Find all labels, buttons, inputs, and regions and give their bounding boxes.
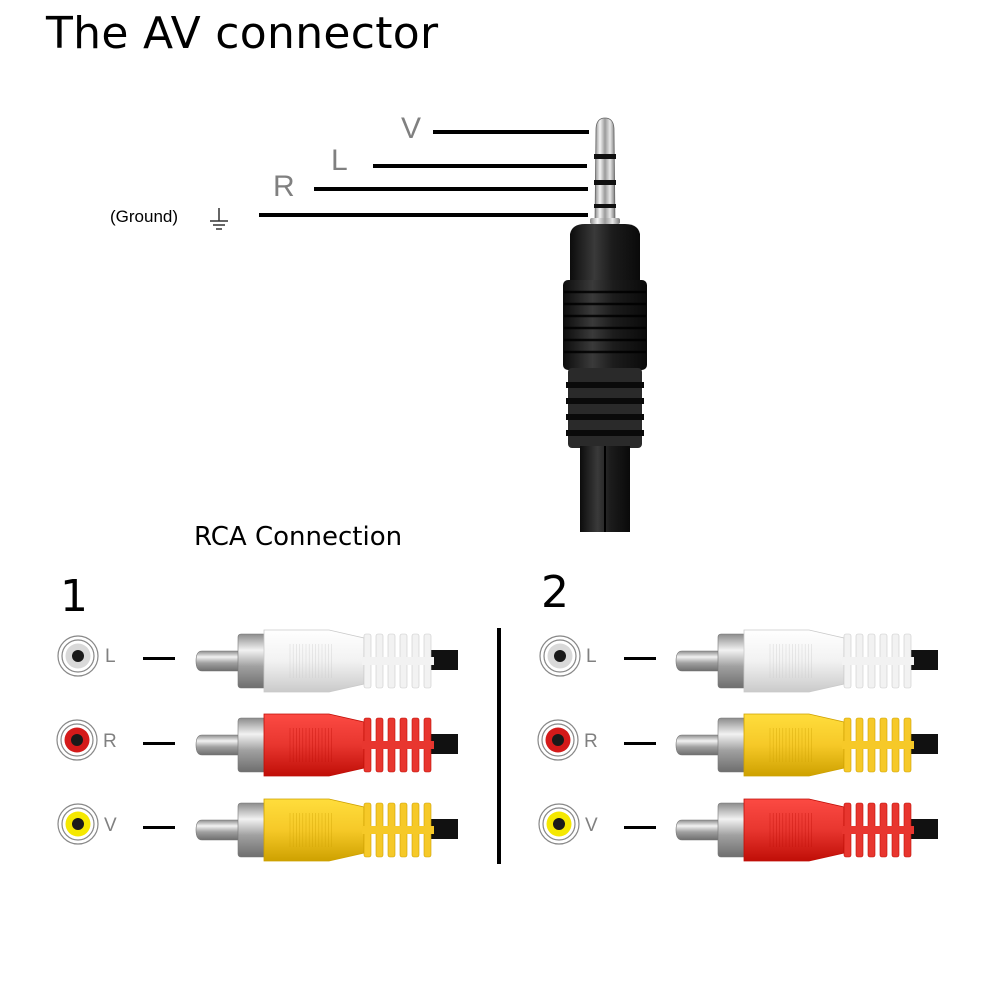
channel-label: R — [103, 731, 117, 752]
rca-plug-white — [194, 624, 464, 698]
connector-dash — [143, 657, 175, 660]
connector-dash — [624, 826, 656, 829]
rca-plug-red — [194, 708, 464, 782]
pin-label-ground: (Ground) — [110, 207, 179, 226]
rca-plug-white — [674, 624, 944, 698]
connector-dash — [624, 742, 656, 745]
jack-icon-video — [56, 802, 100, 846]
pin-label-left: L — [331, 144, 348, 177]
connector-dash — [143, 826, 175, 829]
pin-label-video: V — [401, 112, 422, 145]
wire-right — [314, 187, 588, 191]
group-number-1: 1 — [60, 571, 88, 622]
jack-icon-left — [538, 634, 582, 678]
jack-icon-video — [537, 802, 581, 846]
rca-plug-yellow — [674, 708, 944, 782]
wire-video — [433, 130, 589, 134]
wire-ground — [259, 213, 588, 217]
page-title: The AV connector — [46, 8, 439, 59]
jack-icon-right — [55, 718, 99, 762]
connector-dash — [624, 657, 656, 660]
group-number-2: 2 — [541, 567, 569, 618]
rca-section-title: RCA Connection — [194, 522, 403, 552]
ground-symbol-icon — [208, 206, 230, 230]
channel-label: V — [585, 815, 598, 836]
rca-plug-red — [674, 793, 944, 867]
wire-left — [373, 164, 587, 168]
pin-label-right: R — [273, 170, 295, 203]
rca-plug-yellow — [194, 793, 464, 867]
group-divider — [497, 628, 501, 864]
channel-label: L — [105, 646, 116, 667]
channel-label: V — [104, 815, 117, 836]
jack-icon-right — [536, 718, 580, 762]
connector-dash — [143, 742, 175, 745]
jack-icon-left — [56, 634, 100, 678]
trrs-plug-image — [540, 112, 670, 532]
channel-label: R — [584, 731, 598, 752]
channel-label: L — [586, 646, 597, 667]
